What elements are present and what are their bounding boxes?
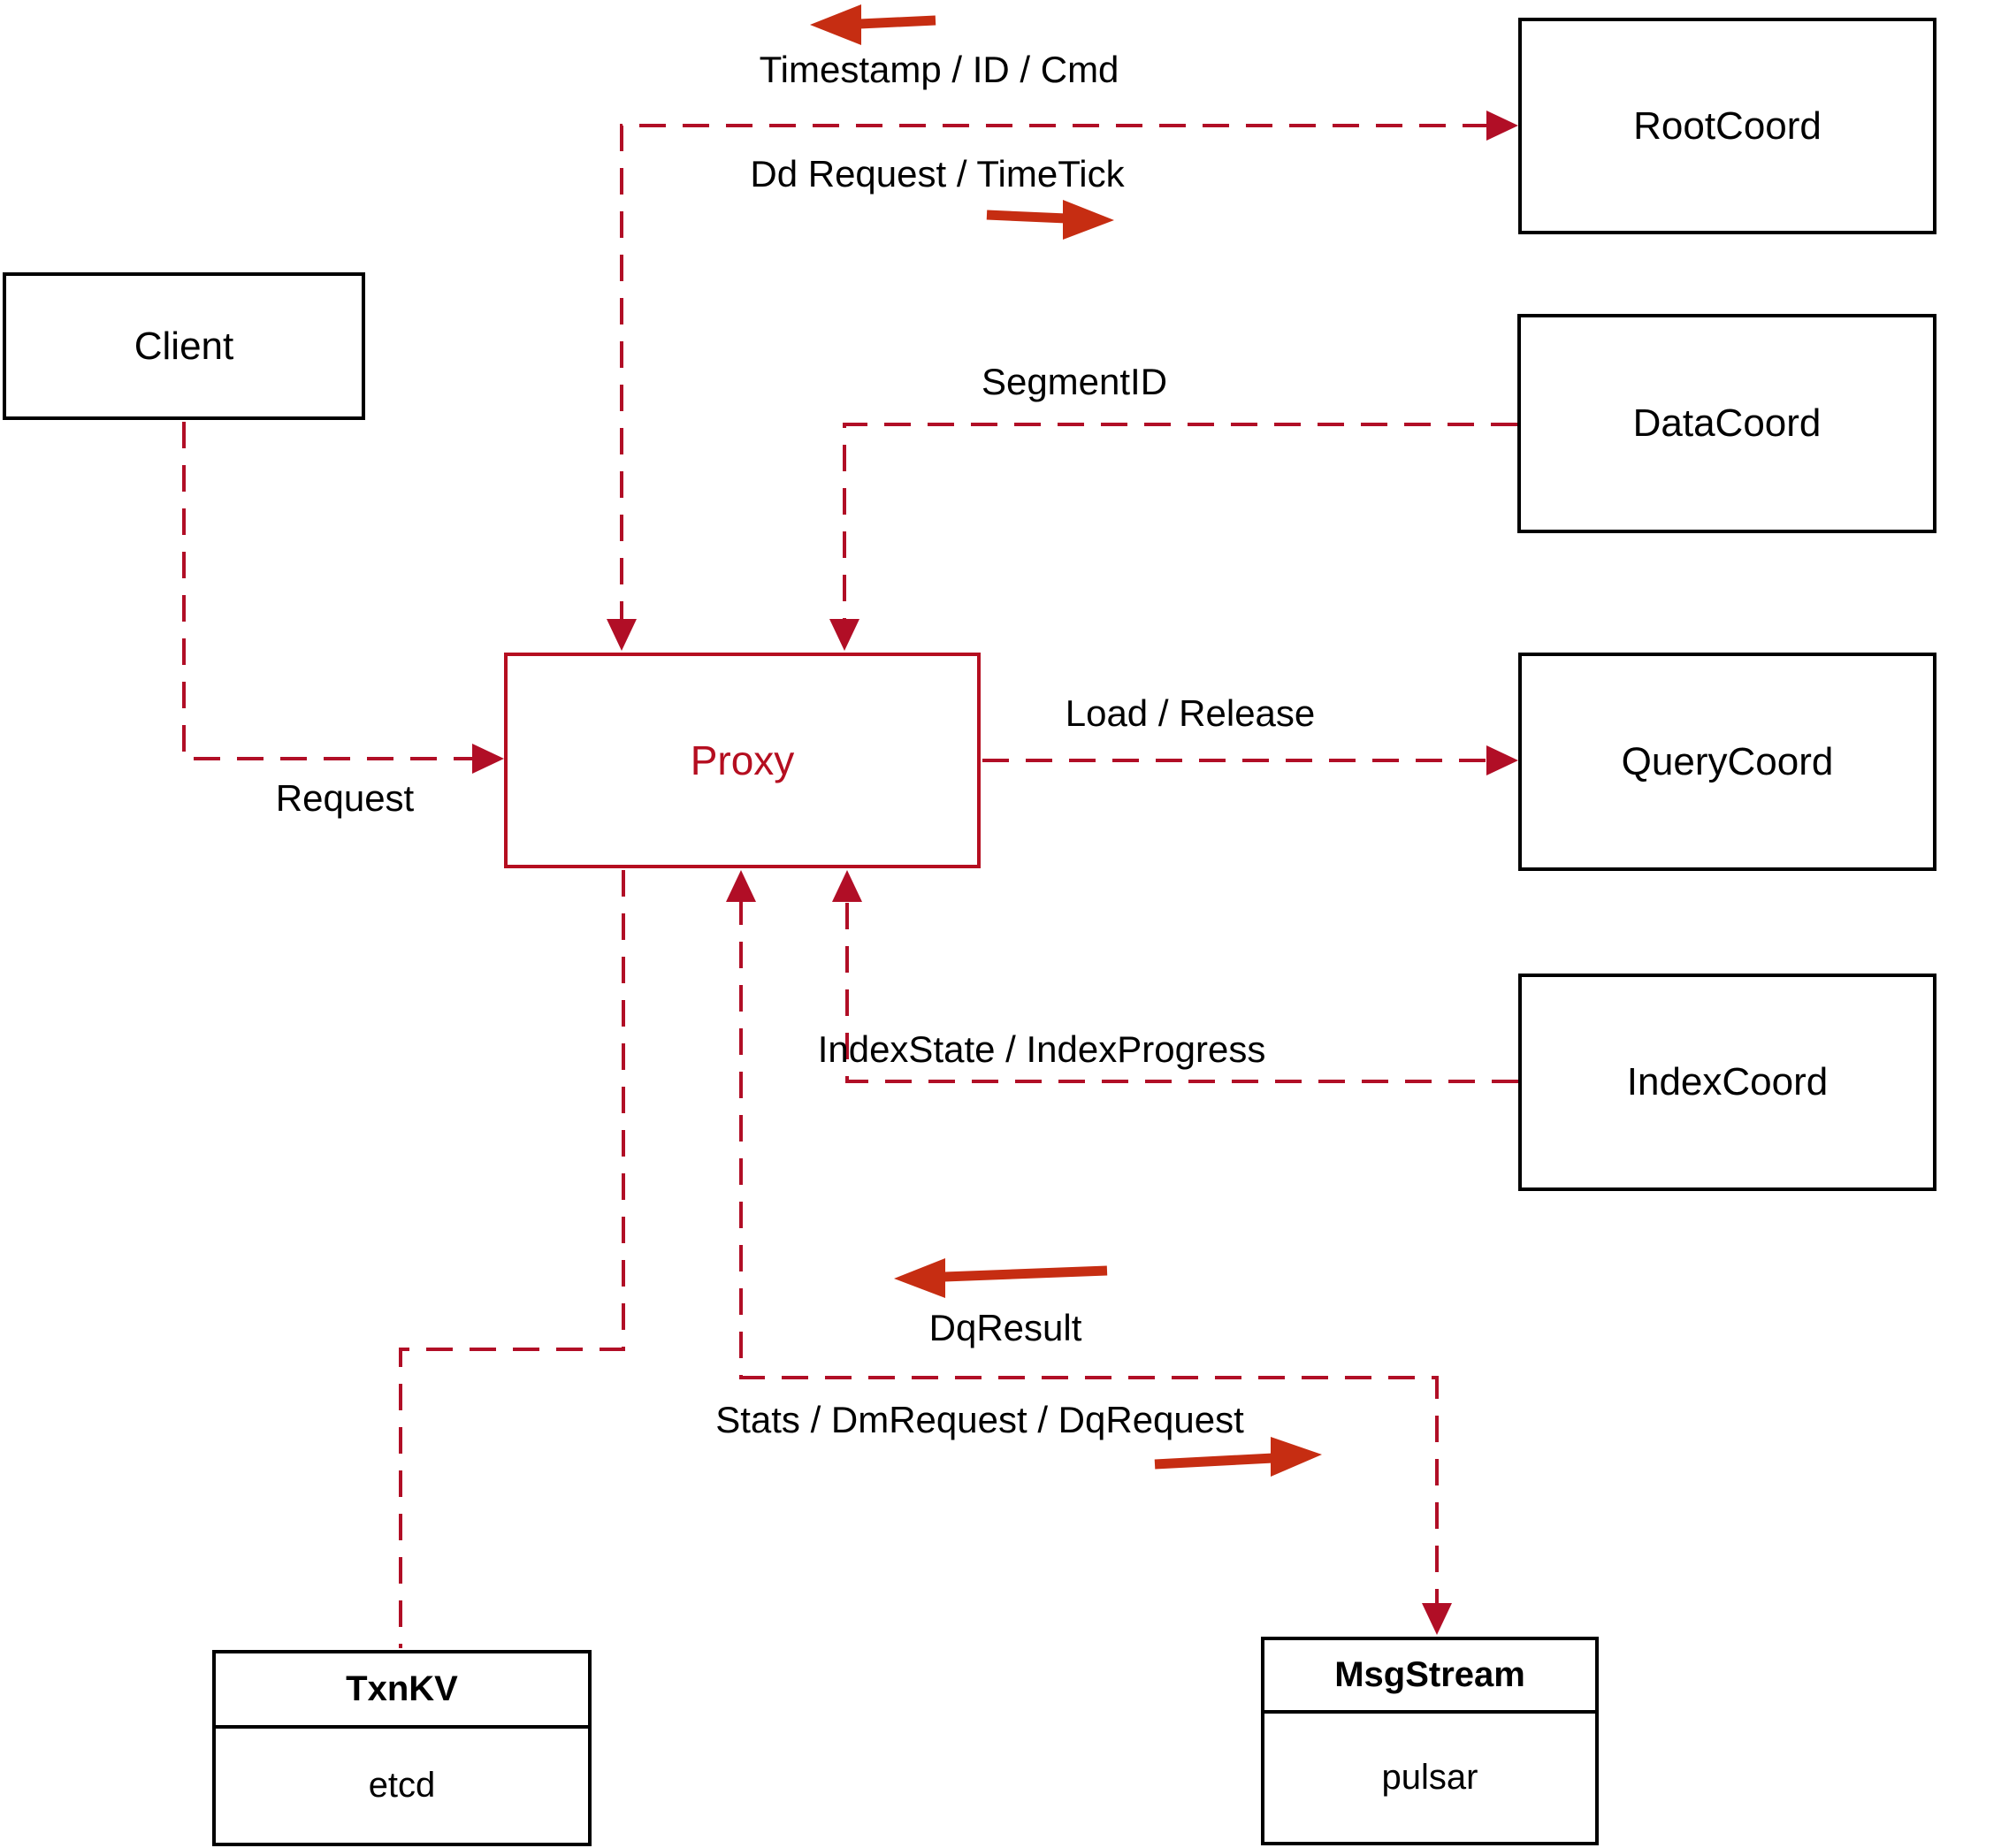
- direction-arrow-right-top-shaft: [986, 210, 1067, 224]
- arrowhead-into-proxy-top-right: [829, 619, 859, 651]
- node-indexcoord: IndexCoord: [1518, 974, 1936, 1191]
- edge-proxy-to-rootcoord: [620, 124, 1486, 628]
- node-txnkv-title: TxnKV: [216, 1653, 588, 1729]
- edge-label-load-release: Load / Release: [1065, 692, 1316, 734]
- node-msgstream-sub: pulsar: [1381, 1758, 1478, 1797]
- node-indexcoord-label: IndexCoord: [1626, 1060, 1829, 1103]
- node-proxy: Proxy: [504, 653, 981, 868]
- direction-arrow-right-top-head: [1063, 200, 1114, 240]
- arrowhead-into-proxy-left: [472, 744, 504, 774]
- direction-arrow-right-bottom-shaft: [1154, 1453, 1274, 1470]
- node-client: Client: [3, 272, 365, 420]
- node-proxy-label: Proxy: [690, 737, 795, 783]
- edge-proxy-to-txnkv: [399, 870, 625, 1648]
- node-txnkv: TxnKV etcd: [212, 1650, 592, 1846]
- node-datacoord-label: DataCoord: [1632, 401, 1822, 445]
- edge-label-dd-request-timetick: Dd Request / TimeTick: [750, 153, 1125, 195]
- node-querycoord: QueryCoord: [1518, 653, 1936, 871]
- arrowhead-into-msgstream: [1422, 1603, 1452, 1635]
- node-msgstream: MsgStream pulsar: [1261, 1637, 1599, 1845]
- arrowhead-into-rootcoord: [1486, 111, 1518, 141]
- node-client-label: Client: [134, 324, 234, 368]
- edge-datacoord-to-proxy: [843, 423, 1517, 628]
- direction-arrow-left-top-head: [810, 4, 861, 45]
- edge-proxy-to-msgstream: [739, 898, 1439, 1607]
- node-txnkv-sub: etcd: [368, 1766, 436, 1805]
- edge-label-timestamp-id-cmd: Timestamp / ID / Cmd: [759, 49, 1119, 90]
- edge-label-index-state-progress: IndexState / IndexProgress: [817, 1028, 1266, 1070]
- edge-label-stats-dm-dq: Stats / DmRequest / DqRequest: [715, 1399, 1244, 1440]
- edge-client-to-proxy: [182, 422, 472, 760]
- node-rootcoord-label: RootCoord: [1633, 103, 1822, 148]
- direction-arrow-left-mid-head: [894, 1258, 945, 1298]
- node-rootcoord: RootCoord: [1518, 18, 1936, 234]
- edge-indexcoord-to-proxy: [845, 898, 1518, 1083]
- node-msgstream-title: MsgStream: [1264, 1640, 1595, 1714]
- direction-arrow-left-top-shaft: [859, 15, 936, 29]
- direction-arrow-right-bottom-head: [1271, 1437, 1322, 1477]
- direction-arrow-left-mid-shaft: [943, 1265, 1108, 1282]
- node-querycoord-label: QueryCoord: [1621, 739, 1834, 783]
- edge-label-request: Request: [275, 777, 415, 819]
- edge-label-dq-result: DqResult: [928, 1307, 1082, 1348]
- arrowhead-into-proxy-top-left: [607, 619, 637, 651]
- arrowhead-into-proxy-bottom-mid: [726, 870, 756, 902]
- edge-label-segment-id: SegmentID: [981, 361, 1168, 402]
- node-datacoord: DataCoord: [1517, 314, 1936, 533]
- arrowhead-into-proxy-bottom-right: [832, 870, 862, 902]
- arrowhead-into-querycoord: [1486, 745, 1518, 775]
